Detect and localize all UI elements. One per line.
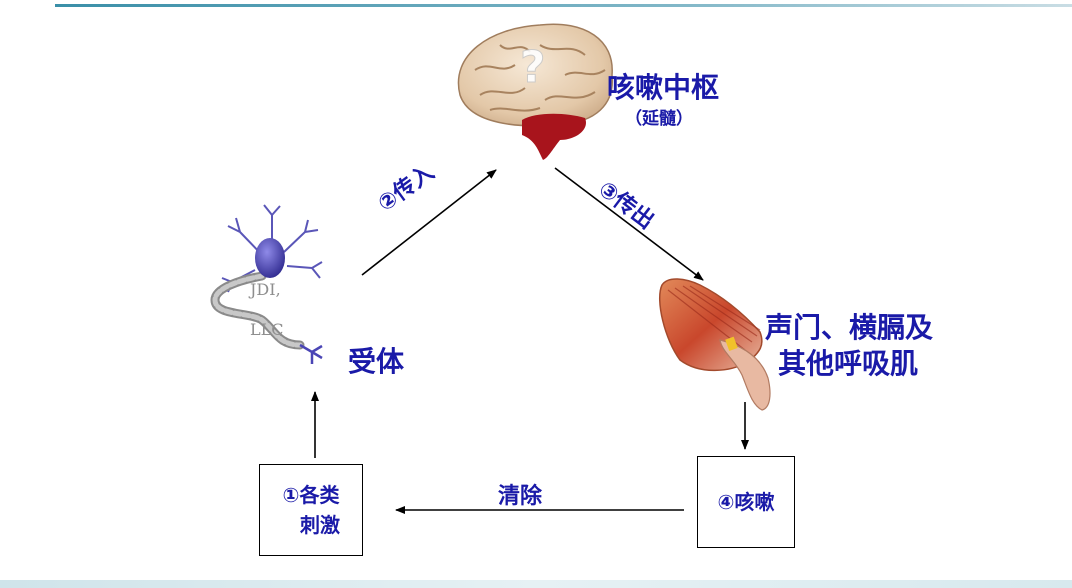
muscle-illustration [658,278,771,411]
muscle-label-line2: 其他呼吸肌 [778,347,919,380]
efferent-arrow [554,167,704,281]
cough-center-subtitle: （延髓） [625,109,693,129]
top-accent-line [55,4,1072,7]
stimuli-box: ①各类 刺激 [259,464,363,556]
cough-box: ④咳嗽 [697,456,795,548]
brain-illustration [457,23,613,160]
svg-text:?: ? [520,42,546,93]
neuron-illustration [210,204,323,364]
receptor-watermark-2: LLC [250,320,284,339]
bottom-accent-band [0,580,1072,588]
receptor-label: 受体 [348,345,405,378]
stimuli-line2: 刺激 [300,513,340,537]
stimuli-line1: ①各类 [282,483,340,507]
cough-label: ④咳嗽 [717,490,775,514]
cough-center-title: 咳嗽中枢 [607,71,720,104]
receptor-watermark-1: JDI, [250,280,281,299]
muscle-label-line1: 声门、横膈及 [765,311,934,344]
afferent-arrow [361,169,497,276]
question-mark-icon: ? [520,42,547,94]
clear-label: 清除 [498,484,543,509]
